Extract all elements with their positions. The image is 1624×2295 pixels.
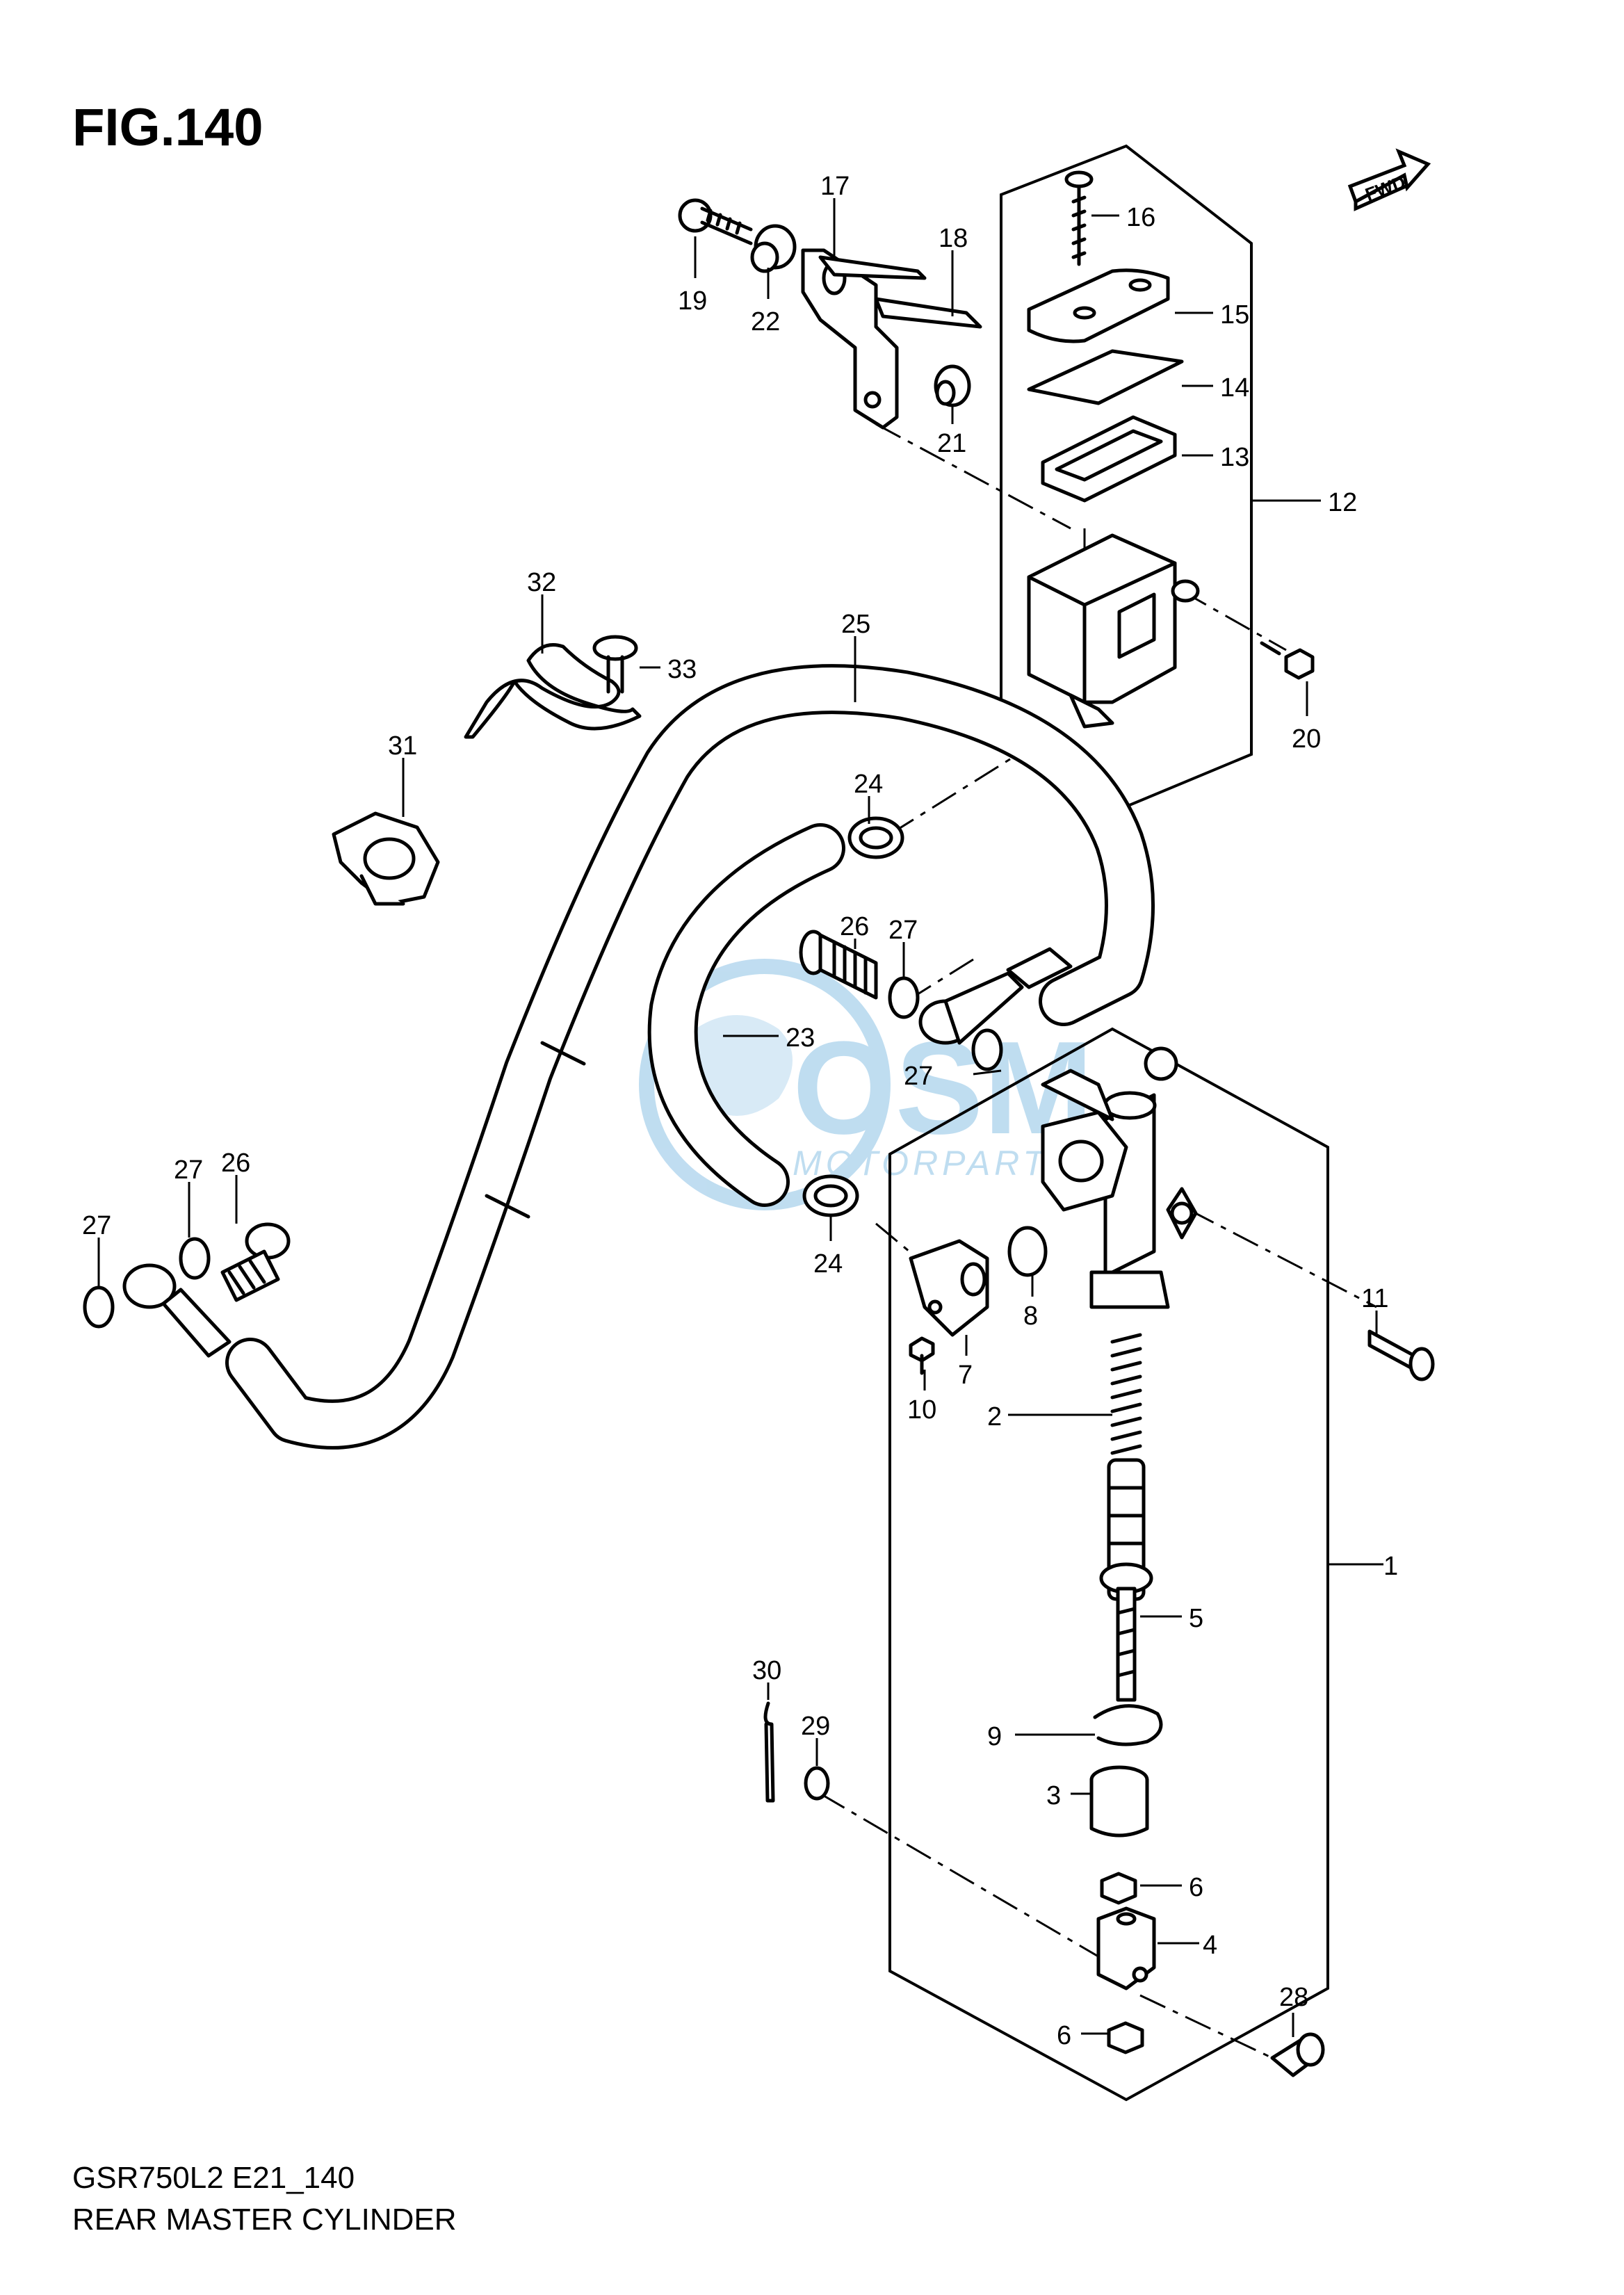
clip-screw — [592, 635, 638, 694]
reservoir-bracket — [801, 248, 927, 430]
hose-sleeve-marks — [485, 1041, 586, 1219]
sealing-washer-2 — [971, 1028, 1003, 1071]
circlip — [1093, 1704, 1163, 1746]
callout-27a: 27 — [888, 916, 918, 945]
push-rod — [1099, 1562, 1153, 1702]
callout-1: 1 — [1383, 1552, 1398, 1581]
reservoir-body — [1027, 533, 1200, 729]
reservoir-cap — [1027, 268, 1170, 343]
locknut-lower — [1107, 2021, 1144, 2054]
callout-14: 14 — [1220, 373, 1249, 403]
callout-11: 11 — [1361, 1284, 1388, 1313]
brake-hose-inner — [229, 667, 1151, 1446]
reservoir-mount-bolt — [1260, 641, 1315, 680]
banjo-fitting-upper — [918, 947, 1073, 1045]
fwd-arrow-icon: FWD — [1347, 148, 1431, 211]
callout-28: 28 — [1279, 1983, 1308, 2012]
callout-25: 25 — [841, 610, 870, 639]
clevis-washer — [804, 1766, 830, 1801]
sealing-washer-3 — [179, 1237, 211, 1280]
callout-labels: 1 2 3 4 5 6 6 7 8 9 10 11 12 13 14 15 16… — [82, 172, 1398, 2050]
hose-clamp-holder — [332, 811, 440, 906]
leader-lines — [97, 198, 1383, 2037]
locknut-upper — [1100, 1872, 1137, 1905]
callout-26b: 26 — [221, 1149, 250, 1178]
sealing-washer-1 — [888, 976, 920, 1019]
reservoir-plate — [1027, 349, 1184, 405]
fwd-label: FWD — [1363, 172, 1408, 205]
cylinder-mount-bolt — [1367, 1329, 1435, 1381]
callout-13: 13 — [1220, 443, 1249, 472]
return-spring — [1110, 1333, 1142, 1455]
union-bolt-upper — [799, 930, 878, 1000]
callout-5: 5 — [1189, 1604, 1203, 1633]
callout-33: 33 — [667, 655, 697, 684]
connector-screw — [909, 1336, 935, 1375]
master-cylinder-body — [1041, 1046, 1198, 1309]
callout-32: 32 — [527, 568, 556, 597]
reservoir-hose-connector — [909, 1239, 989, 1337]
callout-3: 3 — [1046, 1781, 1061, 1810]
callout-21: 21 — [937, 429, 966, 458]
rod-clevis — [1096, 1906, 1156, 1990]
callout-27d: 27 — [82, 1211, 111, 1240]
callout-12: 12 — [1328, 488, 1357, 517]
callout-30: 30 — [752, 1656, 781, 1685]
callout-23: 23 — [786, 1023, 815, 1053]
callout-16: 16 — [1126, 203, 1155, 232]
bracket-grommet — [750, 224, 797, 273]
callout-27b: 27 — [904, 1062, 933, 1091]
reservoir-diaphragm — [1041, 415, 1177, 503]
callout-10: 10 — [907, 1395, 936, 1425]
callout-18: 18 — [939, 224, 968, 253]
hose-clip-upper — [847, 816, 904, 859]
hose-clip-lower — [802, 1174, 859, 1217]
callout-8: 8 — [1023, 1301, 1038, 1331]
connector-o-ring — [1007, 1226, 1048, 1277]
watermark-globe-icon — [695, 1015, 793, 1116]
callout-6b: 6 — [1057, 2021, 1071, 2050]
callout-24b: 24 — [813, 1249, 843, 1279]
callout-4: 4 — [1203, 1931, 1217, 1960]
bracket-bolt — [678, 198, 753, 245]
callout-26a: 26 — [840, 912, 869, 941]
bracket-collar — [934, 364, 971, 407]
dust-boot — [1089, 1765, 1149, 1838]
callout-29: 29 — [801, 1712, 830, 1741]
sealing-washer-4 — [83, 1286, 115, 1329]
callout-7: 7 — [958, 1361, 973, 1390]
reservoir-hose-inner — [651, 827, 842, 1203]
reservoir-cap-screw — [1064, 170, 1094, 266]
hose-spring-clip — [464, 643, 642, 739]
callout-22: 22 — [751, 307, 780, 336]
callout-15: 15 — [1220, 300, 1249, 330]
callout-27c: 27 — [174, 1155, 203, 1185]
clevis-pin — [1270, 2032, 1325, 2077]
banjo-fitting-lower — [122, 1263, 232, 1358]
callout-20: 20 — [1292, 724, 1321, 754]
figure-title: FIG.140 — [72, 98, 263, 157]
model-code: GSR750L2 E21_140 — [72, 2161, 355, 2195]
callout-19: 19 — [678, 286, 707, 316]
callout-24a: 24 — [854, 770, 883, 799]
cotter-pin — [763, 1701, 775, 1803]
callout-2: 2 — [987, 1402, 1002, 1432]
assembly-title: REAR MASTER CYLINDER — [72, 2203, 457, 2237]
bracket-pin — [874, 297, 982, 329]
callout-6a: 6 — [1189, 1873, 1203, 1902]
callout-9: 9 — [987, 1722, 1002, 1751]
callout-17: 17 — [820, 172, 850, 201]
master-cylinder-group-outline — [888, 1027, 1329, 2102]
callout-31: 31 — [388, 731, 417, 761]
union-bolt-lower — [220, 1222, 291, 1302]
